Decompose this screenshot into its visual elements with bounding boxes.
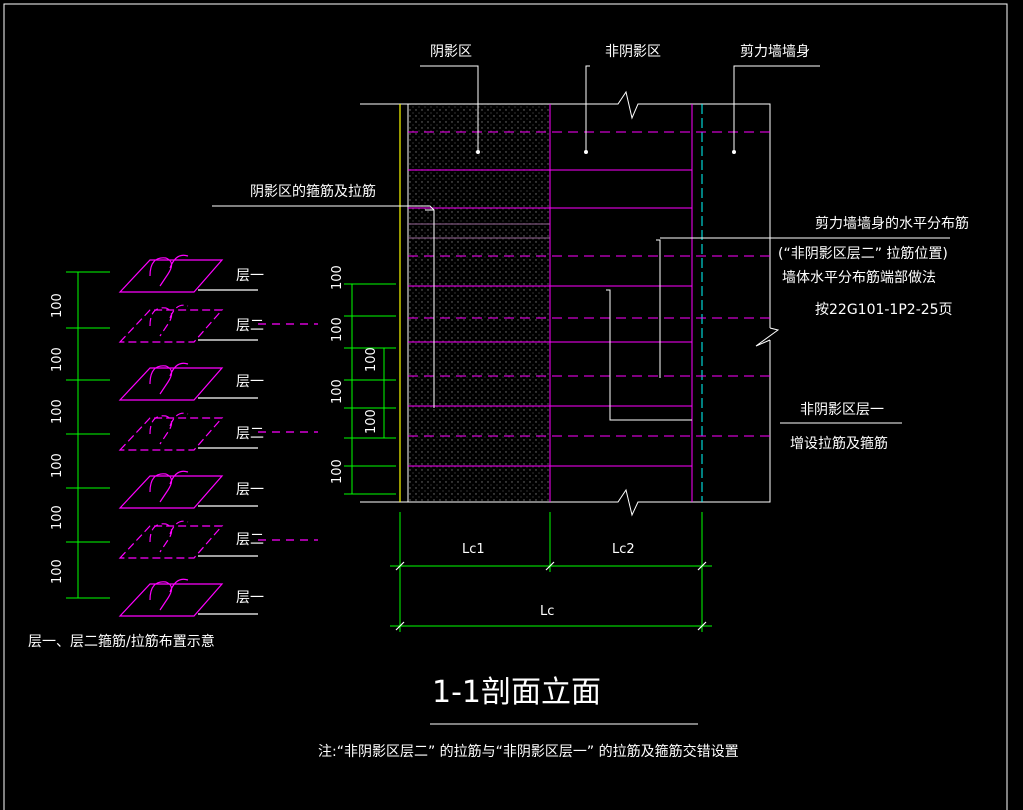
bottom-dimensions	[390, 512, 712, 632]
drawing-border	[3, 3, 1008, 810]
legend-layer1-b: 层一	[236, 374, 264, 390]
legend-spacing-1: 100	[50, 293, 65, 318]
horizontal-rebars	[408, 131, 770, 467]
legend-layer2-c: 层二	[236, 532, 264, 548]
legend-spacing-4: 100	[50, 453, 65, 478]
legend-layer2-a: 层二	[236, 318, 264, 334]
inner-spacing-5: 100	[364, 409, 379, 434]
inner-spacing-1: 100	[330, 265, 345, 290]
drawing-title: 1-1剖面立面	[432, 675, 601, 710]
label-non-shadow-zone: 非阴影区	[605, 44, 661, 60]
legend-spacing-3: 100	[50, 399, 65, 424]
label-reference: 按22G101-1P2-25页	[815, 302, 953, 318]
label-lc2: Lc2	[612, 542, 635, 557]
leader-lines	[212, 65, 950, 424]
inner-spacing-dimensions	[344, 283, 396, 495]
label-shadow-zone: 阴影区	[430, 44, 472, 60]
label-non-shadow-layer1: 非阴影区层一	[800, 402, 884, 418]
legend-layer2-b: 层二	[236, 426, 264, 442]
legend-stirrup-6	[118, 578, 224, 617]
inner-spacing-2: 100	[330, 317, 345, 342]
section-outline	[360, 90, 780, 517]
inner-spacing-3: 100	[364, 347, 379, 372]
label-shadow-stirrups: 阴影区的箍筋及拉筋	[250, 184, 376, 200]
inner-spacing-4: 100	[330, 379, 345, 404]
drawing-note: 注:“非阴影区层二” 的拉筋与“非阴影区层一” 的拉筋及箍筋交错设置	[318, 744, 739, 760]
legend-spacing-5: 100	[50, 505, 65, 530]
label-tie-position: (“非阴影区层二” 拉筋位置)	[778, 246, 948, 262]
label-add-ties: 增设拉筋及箍筋	[790, 436, 888, 452]
layer-legend-symbols	[118, 254, 318, 617]
legend-stirrup-4	[118, 470, 224, 509]
legend-spacing-2: 100	[50, 347, 65, 372]
legend-layer1-c: 层一	[236, 482, 264, 498]
label-wall-horizontal-bars: 剪力墙墙身的水平分布筋	[815, 216, 969, 232]
legend-layer1-a: 层一	[236, 268, 264, 284]
legend-stirrup-3	[118, 412, 224, 451]
legend-spacing-dimensions	[66, 271, 110, 599]
label-lc: Lc	[540, 604, 555, 619]
label-shear-wall-body: 剪力墙墙身	[740, 44, 810, 60]
shadow-zone-hatch	[408, 104, 550, 502]
legend-stirrup-0	[118, 254, 224, 293]
leader-dots	[476, 150, 736, 154]
legend-stirrup-1	[118, 304, 224, 343]
label-layer-legend: 层一、层二箍筋/拉筋布置示意	[28, 634, 215, 650]
inner-spacing-6: 100	[330, 459, 345, 484]
dimension-ticks	[395, 561, 707, 631]
label-wall-end-method: 墙体水平分布筋端部做法	[782, 270, 936, 286]
legend-spacing-6: 100	[50, 559, 65, 584]
legend-stirrup-2	[118, 362, 224, 401]
legend-layer1-d: 层一	[236, 590, 264, 606]
label-lc1: Lc1	[462, 542, 485, 557]
legend-stirrup-5	[118, 520, 224, 559]
